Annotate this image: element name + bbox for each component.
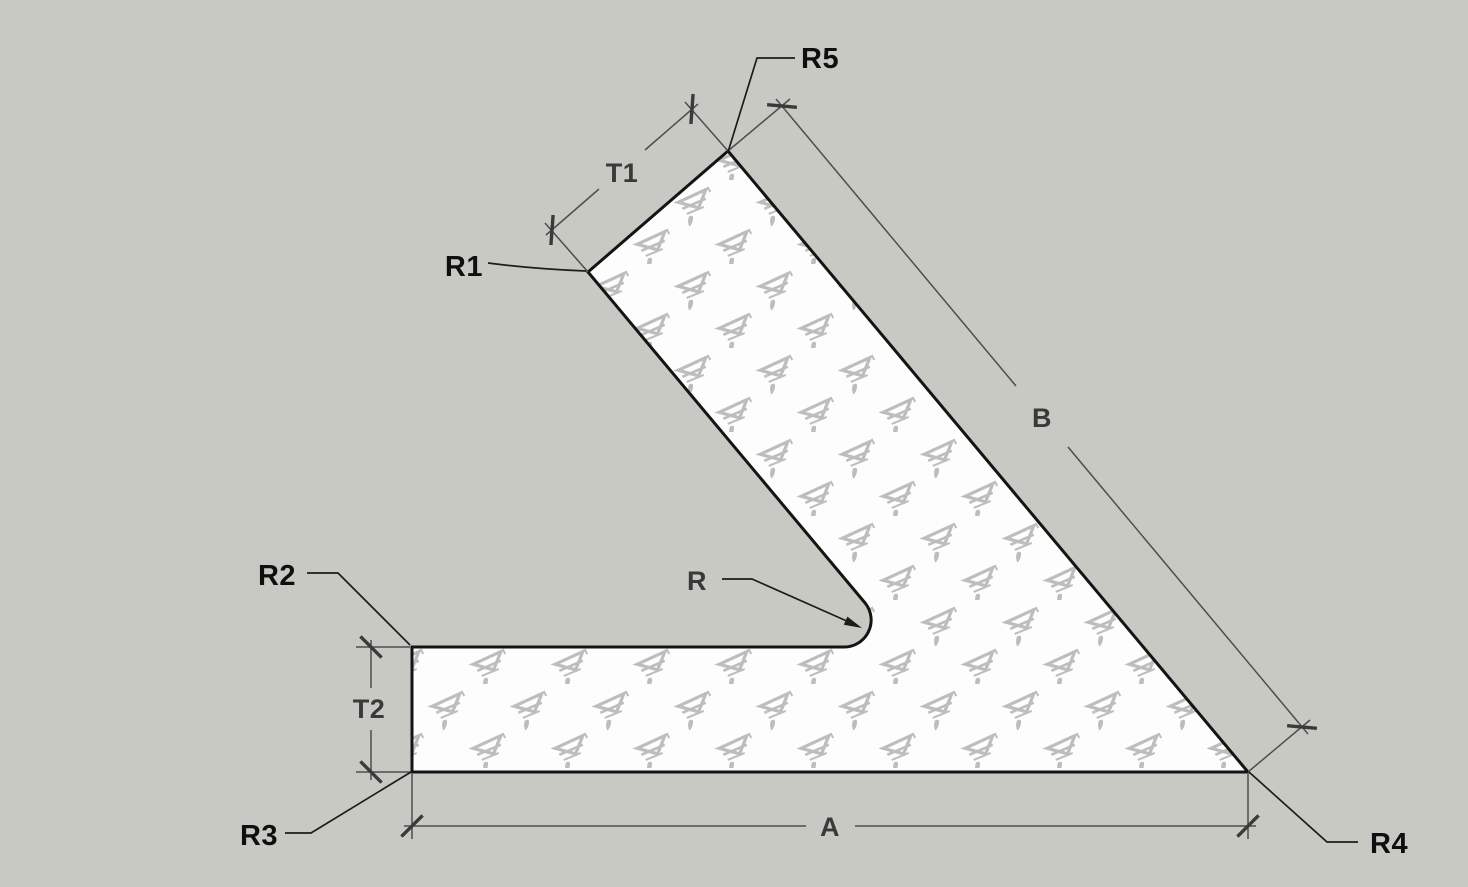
r-fillet-leader — [722, 578, 850, 623]
t2-tick — [359, 760, 383, 784]
a-label: A — [820, 812, 840, 842]
dimension-lines — [370, 98, 1309, 827]
r3-label: R3 — [240, 820, 278, 852]
r1-label: R1 — [445, 251, 483, 283]
b-extension-line-bottom — [1247, 719, 1311, 773]
r5-leader — [727, 57, 795, 153]
a-tick — [1236, 814, 1260, 838]
part-outline — [410, 148, 1252, 774]
part — [410, 148, 1252, 774]
r3-leader — [285, 771, 412, 834]
b-dimension-line — [775, 98, 1309, 735]
t1-tick — [549, 214, 555, 246]
a-tick — [400, 814, 424, 838]
b-tick — [1286, 724, 1318, 730]
r2-leader — [307, 572, 411, 646]
b-tick — [766, 103, 798, 109]
radius-leaders — [285, 57, 1358, 843]
b-label: B — [1032, 403, 1052, 433]
r2-label: R2 — [258, 560, 296, 592]
radius-labels: R5 R1 R2 R3 R4 — [240, 43, 1408, 860]
t2-tick — [359, 635, 383, 659]
r-leader-arrowhead-icon — [843, 616, 862, 628]
t2-label: T2 — [353, 694, 386, 724]
r4-label: R4 — [1370, 828, 1408, 860]
t1-dimension-line — [545, 103, 699, 236]
t1-tick — [689, 93, 695, 125]
r5-label: R5 — [801, 43, 839, 75]
dimension-ticks — [359, 93, 1318, 838]
b-extension-line-top — [727, 98, 791, 152]
r4-leader — [1248, 771, 1358, 843]
t1-label: T1 — [606, 158, 639, 188]
dimension-labels: T1 B T2 A R — [353, 158, 1052, 842]
r1-leader — [487, 262, 587, 272]
r-fillet-label: R — [687, 566, 707, 596]
